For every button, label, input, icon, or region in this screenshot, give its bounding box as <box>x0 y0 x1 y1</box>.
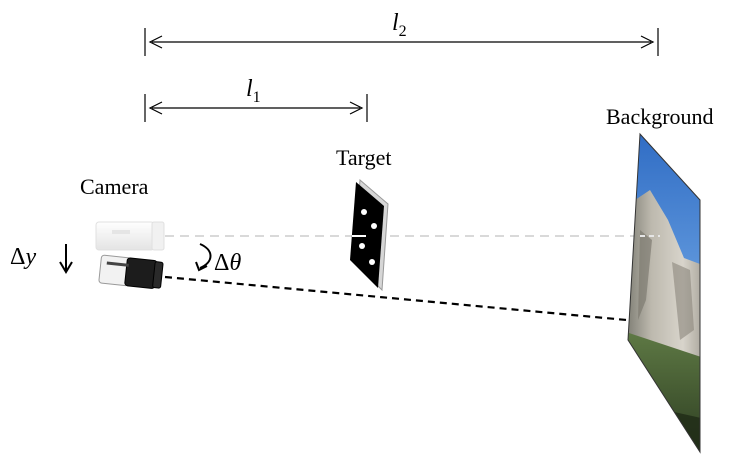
l1-dimension: l1 <box>144 76 368 122</box>
background-cliff-shadow <box>638 230 652 320</box>
background-rock-face <box>672 262 694 340</box>
l2-arrowhead-right <box>640 35 655 49</box>
target-dot-2 <box>371 223 377 229</box>
l2-dimension: l2 <box>144 10 659 56</box>
ghost-camera <box>95 221 165 251</box>
target-label: Target <box>336 145 391 170</box>
ghost-camera-logo <box>112 230 130 234</box>
shifted-camera-logo <box>106 261 129 267</box>
l1-label: l1 <box>246 76 261 106</box>
l2-arrowhead-left <box>148 35 163 49</box>
ghost-camera-lens <box>151 221 165 251</box>
shifted-camera-lens <box>152 261 164 289</box>
l1-arrowhead-right <box>349 101 364 115</box>
delta-theta-rotation-arrow <box>195 243 212 272</box>
target-dot-4 <box>369 259 375 265</box>
shifted-optical-ray <box>164 275 649 324</box>
background-image-panel <box>627 132 701 454</box>
delta-theta-label: Δθ <box>214 250 241 276</box>
shifted-camera <box>98 254 164 289</box>
delta-y-arrow <box>59 244 73 274</box>
camera-label: Camera <box>80 174 149 199</box>
l2-label: l2 <box>392 10 407 40</box>
target-dot-3 <box>359 243 365 249</box>
target-dot-1 <box>361 209 367 215</box>
target-board <box>350 178 389 292</box>
l1-arrowhead-left <box>148 101 163 115</box>
background-label: Background <box>606 104 714 129</box>
ghost-camera-body <box>95 221 155 251</box>
delta-y-label: Δy <box>10 244 36 270</box>
background-panel-frame <box>627 132 701 454</box>
target-board-face <box>350 182 384 288</box>
